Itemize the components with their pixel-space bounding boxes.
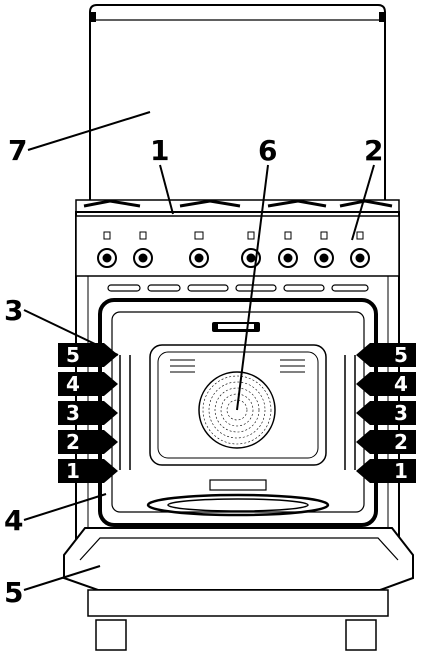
feet — [95, 619, 377, 651]
shelf-levels-left: 5 4 3 2 1 — [58, 343, 118, 483]
svg-text:3: 3 — [4, 294, 23, 327]
svg-text:5: 5 — [66, 343, 80, 367]
svg-text:6: 6 — [258, 134, 277, 167]
shelf-level-left-4: 4 — [58, 372, 118, 396]
callout-4: 4 — [4, 493, 107, 537]
shelf-level-right-4: 4 — [356, 372, 416, 396]
oven-door — [63, 527, 414, 617]
svg-text:4: 4 — [4, 504, 23, 537]
bottom-element — [146, 479, 330, 517]
control-panel-icon — [75, 215, 400, 277]
svg-text:2: 2 — [66, 430, 80, 454]
shelf-levels-right: 5 4 3 2 1 — [356, 343, 416, 483]
svg-text:4: 4 — [66, 372, 80, 396]
svg-text:1: 1 — [150, 134, 169, 167]
svg-text:3: 3 — [66, 401, 80, 425]
hob-strip — [75, 199, 400, 213]
oven-light-icon — [212, 322, 260, 332]
svg-text:7: 7 — [8, 134, 27, 167]
callout-6: 6 — [236, 134, 277, 411]
shelf-rails — [119, 355, 356, 470]
shelf-level-right-1: 1 — [356, 459, 416, 483]
shelf-level-left-2: 2 — [58, 430, 118, 454]
svg-text:4: 4 — [394, 372, 408, 396]
vent-slots — [107, 284, 369, 292]
svg-text:2: 2 — [364, 134, 383, 167]
shelf-level-right-2: 2 — [356, 430, 416, 454]
svg-text:3: 3 — [394, 401, 408, 425]
burner-knob-icon — [350, 231, 370, 268]
lid-icon — [89, 4, 386, 206]
shelf-level-right-3: 3 — [356, 401, 416, 425]
oven-knob-icon — [133, 231, 153, 268]
svg-text:5: 5 — [394, 343, 408, 367]
oven-knob-icon — [189, 231, 209, 268]
svg-text:1: 1 — [394, 459, 408, 483]
shelf-level-right-5: 5 — [356, 343, 416, 367]
callout-7: 7 — [8, 111, 151, 167]
vent-lines — [170, 359, 305, 373]
svg-text:5: 5 — [4, 576, 23, 609]
shelf-level-left-5: 5 — [58, 343, 118, 367]
oven-knob-icon — [97, 231, 117, 268]
callout-2: 2 — [351, 134, 383, 241]
svg-text:1: 1 — [66, 459, 80, 483]
burner-knob-icon — [314, 231, 334, 268]
callout-5: 5 — [4, 565, 101, 609]
callout-1: 1 — [150, 134, 174, 215]
burner-knob-icon — [278, 231, 298, 268]
shelf-level-left-1: 1 — [58, 459, 118, 483]
svg-text:2: 2 — [394, 430, 408, 454]
callout-3: 3 — [4, 294, 119, 356]
shelf-level-left-3: 3 — [58, 401, 118, 425]
